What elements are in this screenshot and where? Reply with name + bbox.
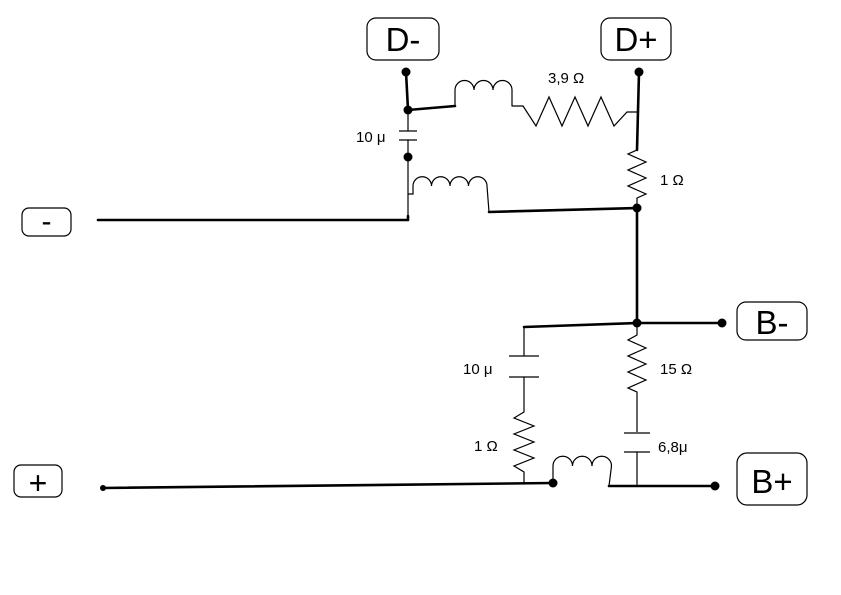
wire-middle-to-right xyxy=(487,206,639,214)
inductor-top xyxy=(454,79,513,106)
capacitor-10u-bottom xyxy=(509,355,539,378)
terminal-plus-label: + xyxy=(29,465,48,501)
label-c-10u-top: 10 μ xyxy=(356,129,386,146)
node-cap-bottom xyxy=(403,152,413,162)
label-c-6-8u: 6,8μ xyxy=(658,439,688,456)
capacitor-6-8u xyxy=(624,432,650,453)
wire-d-minus-drop xyxy=(404,70,410,112)
terminal-b-minus: B- xyxy=(736,301,808,341)
resistor-3-9-ohm xyxy=(522,95,637,128)
wire-d-plus-drop xyxy=(635,70,641,152)
node-bottom-junction xyxy=(548,478,558,488)
label-c-10u-bottom: 10 μ xyxy=(463,361,493,378)
terminal-b-plus-label: B+ xyxy=(751,463,792,500)
resistor-1-ohm-bottom xyxy=(512,411,536,483)
node-d-plus xyxy=(634,67,644,77)
terminal-b-plus: B+ xyxy=(736,452,808,506)
terminal-d-plus-label: D+ xyxy=(614,21,657,58)
inductor-middle xyxy=(408,176,490,213)
node-right-middle xyxy=(632,203,642,213)
terminal-d-minus: D- xyxy=(366,17,440,61)
capacitor-10u-top xyxy=(399,130,417,141)
inductor-bottom xyxy=(552,455,613,487)
wire-plus-input xyxy=(101,481,555,490)
wire-top-link xyxy=(406,104,457,112)
node-top-left xyxy=(403,105,413,115)
node-d-minus xyxy=(401,67,411,77)
terminal-minus-label: - xyxy=(42,205,52,238)
terminal-plus: + xyxy=(13,464,63,501)
wire-minus-input xyxy=(96,214,410,222)
label-r-3-9-ohm: 3,9 Ω xyxy=(548,70,584,87)
resistor-1-ohm-top xyxy=(626,149,648,208)
terminal-minus: - xyxy=(21,205,72,238)
node-plus xyxy=(100,485,106,491)
terminal-d-plus: D+ xyxy=(600,17,672,61)
terminal-b-minus-label: B- xyxy=(756,304,789,341)
label-r-1-ohm-top: 1 Ω xyxy=(660,172,684,189)
node-b-minus xyxy=(717,318,727,328)
resistor-15-ohm xyxy=(626,323,648,432)
label-r-15-ohm: 15 Ω xyxy=(660,361,692,378)
node-b-plus xyxy=(710,481,720,491)
label-r-1-ohm-bottom: 1 Ω xyxy=(474,438,498,455)
wire-b-minus xyxy=(522,321,724,329)
terminal-d-minus-label: D- xyxy=(386,21,421,58)
node-b-minus-junction xyxy=(632,318,642,328)
